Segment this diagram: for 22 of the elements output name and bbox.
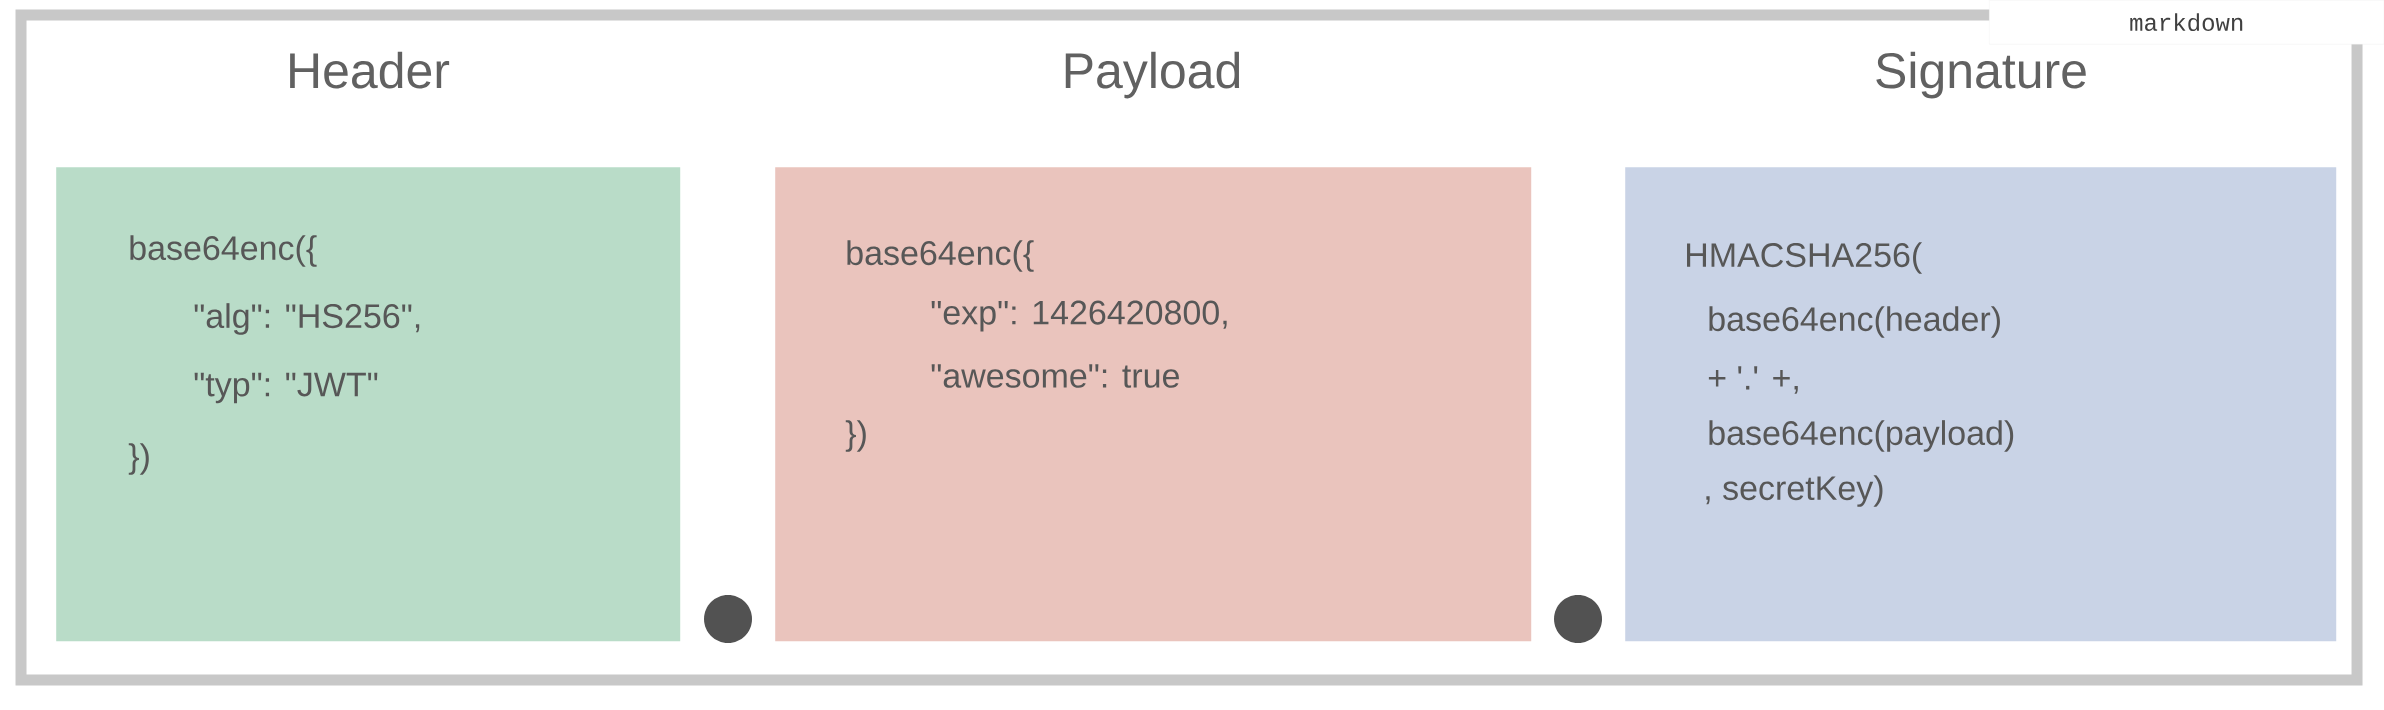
code-panel: base64enc({ "exp": 1426420800, "awesome": true }) <box>775 167 1532 642</box>
dot <box>704 595 752 643</box>
code-panel: base64enc({ "alg": "HS256", "typ": "JWT" }) <box>56 167 681 642</box>
dot <box>1554 595 1602 643</box>
node-label: "typ": "JWT" <box>194 372 378 404</box>
heading: Payload <box>1065 51 1240 99</box>
node-label: "alg": "HS256", <box>194 303 420 335</box>
node-label: "exp": 1426420800, <box>931 300 1227 332</box>
node-label: base64enc(header) <box>1709 306 2000 338</box>
code-language-label: markdown <box>1989 0 2384 45</box>
node-label: }) <box>845 420 866 452</box>
code-panel: HMACSHA256( base64enc(header) + '.' +, base64enc(payload) , secretKey) <box>1625 167 2337 642</box>
node-label: base64enc({ <box>847 240 1034 272</box>
node-label: + '.' +, <box>1708 366 1798 394</box>
node-label: HMACSHA256( <box>1687 242 1923 274</box>
heading: Header <box>290 51 450 89</box>
node-label: "awesome": true <box>931 364 1179 388</box>
node-label: base64enc({ <box>130 235 317 267</box>
heading: Signature <box>1876 51 2086 99</box>
node-label: , secretKey) <box>1706 475 1883 507</box>
node-label: base64enc(payload) <box>1709 420 2014 452</box>
node-label: }) <box>128 443 149 475</box>
